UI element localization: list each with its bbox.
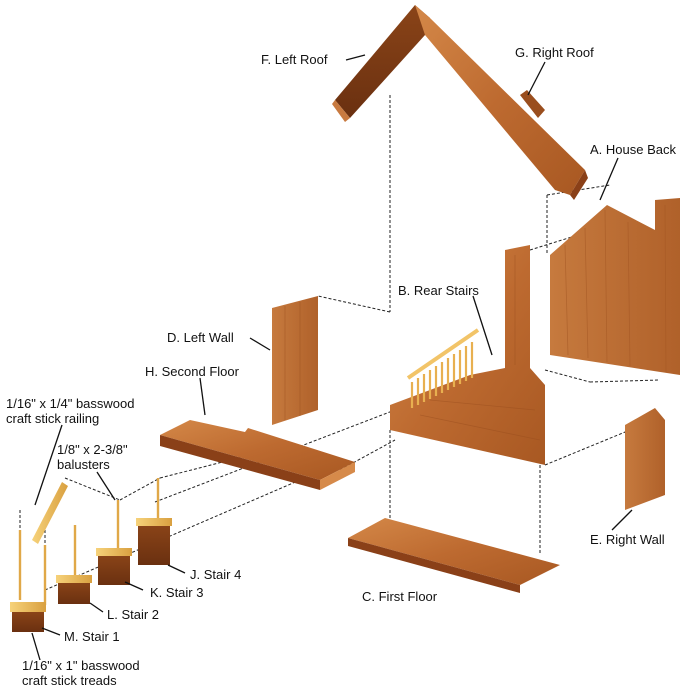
stair-3-block bbox=[98, 555, 130, 585]
label-railing-line2: craft stick railing bbox=[6, 411, 100, 426]
second-floor-end bbox=[320, 462, 355, 490]
stair-blocks bbox=[10, 518, 172, 632]
label-a-house-back: A. House Back bbox=[590, 142, 676, 157]
label-b-rear-stairs: B. Rear Stairs bbox=[398, 283, 479, 298]
left-roof-panel bbox=[335, 5, 430, 118]
stair-railing-balusters bbox=[410, 342, 474, 408]
left-wall-panel bbox=[272, 296, 318, 425]
stair-handrail bbox=[406, 328, 480, 380]
left-roof-edge bbox=[332, 100, 350, 122]
stair-2-tread bbox=[56, 575, 92, 583]
label-balusters-line2: balusters bbox=[57, 457, 110, 472]
craft-stick-railing bbox=[32, 482, 68, 544]
first-floor-top bbox=[348, 518, 560, 585]
label-e-right-wall: E. Right Wall bbox=[590, 532, 665, 547]
label-h-second-floor: H. Second Floor bbox=[145, 364, 239, 379]
label-k-stair-3: K. Stair 3 bbox=[150, 585, 204, 600]
rear-stairs-panel bbox=[390, 245, 545, 465]
label-f-left-roof: F. Left Roof bbox=[261, 52, 328, 67]
label-d-left-wall: D. Left Wall bbox=[167, 330, 234, 345]
stair-2-block bbox=[58, 582, 90, 604]
house-back-panel bbox=[550, 198, 680, 375]
roof-assembly bbox=[332, 5, 588, 200]
stair-1-block bbox=[12, 612, 44, 632]
right-wall-panel bbox=[625, 408, 665, 510]
second-floor-front bbox=[160, 435, 320, 490]
label-treads-line2: craft stick treads bbox=[22, 673, 117, 688]
loose-balusters bbox=[18, 478, 160, 605]
rear-stairs-grain bbox=[419, 255, 541, 441]
label-treads-line1: 1/16" x 1" basswood bbox=[22, 658, 140, 673]
second-floor-top bbox=[160, 420, 355, 480]
right-roof-panel bbox=[415, 5, 585, 195]
label-g-right-roof: G. Right Roof bbox=[515, 45, 594, 60]
stair-4-tread bbox=[136, 518, 172, 526]
label-m-stair-1: M. Stair 1 bbox=[64, 629, 120, 644]
label-balusters-line1: 1/8" x 2-3/8" bbox=[57, 442, 128, 457]
stair-1-tread bbox=[10, 602, 46, 612]
stair-4-block bbox=[138, 525, 170, 565]
left-wall-grain bbox=[284, 302, 301, 420]
right-roof-notch bbox=[520, 90, 545, 118]
label-railing-line1: 1/16" x 1/4" basswood bbox=[6, 396, 135, 411]
first-floor-front bbox=[348, 538, 520, 593]
house-back-grain bbox=[564, 204, 667, 373]
label-j-stair-4: J. Stair 4 bbox=[190, 567, 242, 582]
label-leaders bbox=[31, 54, 633, 661]
label-l-stair-2: L. Stair 2 bbox=[107, 607, 160, 622]
stair-3-tread bbox=[96, 548, 132, 556]
label-c-first-floor: C. First Floor bbox=[362, 589, 438, 604]
right-roof-end bbox=[570, 170, 588, 200]
